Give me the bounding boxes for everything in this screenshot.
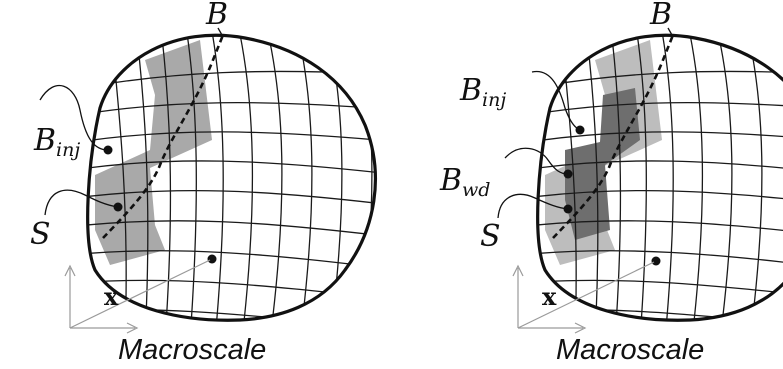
left-axes: [64, 259, 211, 334]
left-caption: Macroscale: [118, 334, 266, 366]
right-body-leader: [667, 27, 673, 36]
left-body-outline: [86, 33, 377, 322]
right-position-label: x: [542, 282, 557, 311]
left-surface-curve: [102, 34, 225, 239]
left-position-point: [207, 254, 217, 264]
right-weakened-label: Bwd: [439, 163, 490, 201]
left-surface-label: S: [30, 217, 51, 252]
right-surface-label: S: [480, 219, 501, 254]
left-injection-leader: [39, 85, 109, 151]
right-weakened-leader: [504, 147, 569, 175]
left-injection-label: Binj: [33, 123, 80, 161]
left-injection-zone: [95, 40, 212, 265]
right-panel: B Binj Bwd S x Macroscale: [439, 0, 783, 366]
left-surface-leader: [44, 189, 119, 216]
right-caption: Macroscale: [556, 334, 704, 366]
left-body-leader: [217, 27, 223, 36]
right-surface-curve: [552, 34, 675, 239]
left-panel: B Binj S x Macroscale: [30, 0, 377, 366]
right-body-outline: [536, 33, 783, 322]
right-axes: [512, 261, 655, 334]
right-injection-label: Binj: [459, 73, 506, 111]
right-surface-leader: [497, 193, 569, 219]
left-position-label: x: [104, 282, 119, 311]
left-body-label: B: [205, 0, 228, 32]
right-weakened-zone: [565, 88, 640, 240]
left-mesh-grid: [87, 35, 376, 321]
right-body-label: B: [649, 0, 672, 32]
right-position-point: [651, 256, 661, 266]
right-injection-leader: [531, 71, 581, 131]
